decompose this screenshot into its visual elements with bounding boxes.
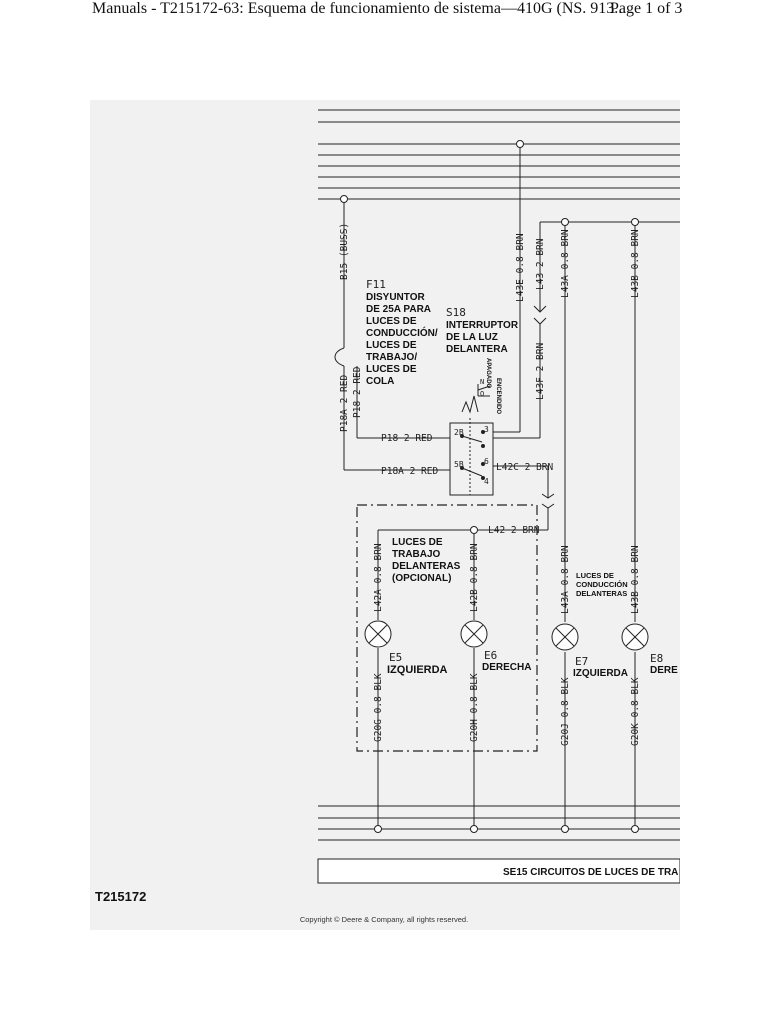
lamp-e8-icon: [621, 623, 649, 651]
wire-lines: [334, 144, 636, 829]
wire-label-l42: L42 2 BRN: [488, 525, 540, 536]
document-title: Manuals - T215172-63: Esquema de funcion…: [92, 0, 627, 17]
page-indicator: Page 1 of 3: [610, 0, 683, 17]
wire-label-p18a-horizontal: P18A 2 RED: [381, 466, 438, 477]
f11-desc-line: LUCES DE: [366, 316, 417, 327]
wire-label-g20g: G20G 0.8 BLK: [373, 673, 384, 742]
work-lights-desc-line: LUCES DE: [392, 537, 443, 548]
s18-code: S18: [446, 306, 466, 319]
figure-id: T215172: [95, 889, 147, 904]
s18-position-n: N: [480, 378, 484, 386]
wire-label-p18a-vertical: P18A 2 RED: [339, 375, 350, 432]
wire-label-l42b: L42B 0.8 BRN: [469, 543, 480, 612]
s18-desc-line: INTERRUPTOR: [446, 320, 519, 331]
f11-desc-line: CONDUCCIÓN/: [366, 326, 438, 339]
f11-desc-line: LUCES DE: [366, 340, 417, 351]
drive-lights-desc-line: DELANTERAS: [576, 589, 627, 598]
f11-desc-line: DE 25A PARA: [366, 304, 431, 315]
work-lights-desc-line: (OPCIONAL): [392, 573, 451, 584]
wire-label-l43b-top: L43B 0.8 BRN: [630, 229, 641, 298]
s18-off-label: APAGADO: [485, 358, 491, 389]
wire-label-b15: B15 (BUSS): [339, 223, 350, 280]
lamp-symbols: [364, 620, 649, 651]
footer-title-box: SE15 CIRCUITOS DE LUCES DE TRA: [317, 858, 680, 884]
e7-desc: IZQUIERDA: [573, 668, 628, 679]
e8-code: E8: [650, 652, 663, 665]
wire-label-l43b: L43B 0.8 BRN: [630, 545, 641, 614]
work-lights-desc-line: TRABAJO: [392, 549, 441, 560]
wire-labels: B15 (BUSS) L43E 0.8 BRN L43 2 BRN L43A 0…: [339, 223, 641, 746]
wire-label-l43e: L43E 0.8 BRN: [515, 233, 526, 302]
s18-pin: 2B: [454, 428, 464, 437]
e6-code: E6: [484, 649, 497, 662]
lamp-e7-icon: [551, 623, 579, 651]
drive-lights-desc-line: LUCES DE: [576, 571, 614, 580]
f11-code: F11: [366, 278, 386, 291]
s18-switch-symbol: [449, 384, 494, 496]
wire-label-l43a: L43A 0.8 BRN: [560, 545, 571, 614]
lamp-e5-icon: [364, 620, 392, 648]
component-labels: F11 DISYUNTOR DE 25A PARA LUCES DE CONDU…: [366, 278, 678, 679]
page-header: Manuals - T215172-63: Esquema de funcion…: [0, 0, 768, 22]
wire-label-l42a: L42A 0.8 BRN: [373, 543, 384, 612]
wire-label-g20j: G20J 0.8 BLK: [560, 677, 571, 746]
e5-desc: IZQUIERDA: [387, 664, 448, 676]
wiring-schematic: B15 (BUSS) L43E 0.8 BRN L43 2 BRN L43A 0…: [317, 109, 680, 884]
wire-label-g20k: G20K 0.8 BLK: [630, 677, 641, 746]
footer-title: SE15 CIRCUITOS DE LUCES DE TRA: [503, 867, 678, 878]
s18-pin: 5B: [454, 460, 464, 469]
f11-desc-line: COLA: [366, 376, 394, 387]
s18-desc-line: DELANTERA: [446, 344, 508, 355]
schematic-panel: B15 (BUSS) L43E 0.8 BRN L43 2 BRN L43A 0…: [90, 100, 680, 930]
s18-pin: 6: [484, 457, 489, 466]
drive-lights-desc-line: CONDUCCIÓN: [576, 580, 628, 589]
wire-label-p18-vertical: P18 2 RED: [352, 366, 363, 418]
wire-label-l43a-top: L43A 0.8 BRN: [560, 229, 571, 298]
f11-desc-line: LUCES DE: [366, 364, 417, 375]
wire-label-g20h: G20H 0.8 BLK: [469, 673, 480, 742]
e8-desc: DERE: [650, 665, 678, 676]
wire-label-p18-horizontal: P18 2 RED: [381, 433, 433, 444]
lamp-e6-icon: [460, 620, 488, 648]
work-lights-boundary: [356, 504, 538, 752]
s18-pin: 3: [484, 425, 489, 434]
s18-desc-line: DE LA LUZ: [446, 332, 498, 343]
f11-desc-line: TRABAJO/: [366, 352, 417, 363]
work-lights-desc-line: DELANTERAS: [392, 561, 461, 572]
wire-label-l43f: L43F 2 BRN: [535, 343, 546, 400]
s18-pin: 4: [484, 477, 489, 486]
e6-desc: DERECHA: [482, 662, 531, 673]
s18-on-label: ENCENDIDO: [495, 378, 501, 414]
wire-label-l43: L43 2 BRN: [535, 238, 546, 290]
s18-position-o: O: [480, 390, 484, 398]
wire-label-l42c: L42C 2 BRN: [496, 462, 553, 473]
splice-nodes: [340, 140, 639, 833]
e5-code: E5: [389, 651, 402, 664]
e7-code: E7: [575, 655, 588, 668]
copyright-notice: Copyright © Deere & Company, all rights …: [299, 915, 469, 924]
f11-desc-line: DISYUNTOR: [366, 292, 425, 303]
